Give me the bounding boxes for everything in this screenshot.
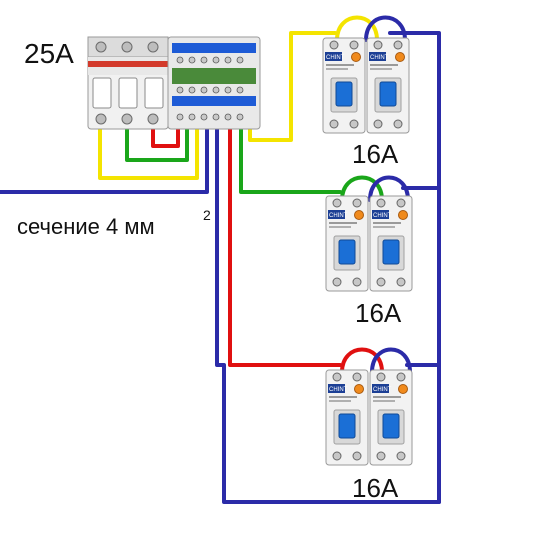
rcbo-3-rating: 16A [352, 473, 399, 503]
terminal-block [167, 36, 261, 130]
rcbo-unit-1: CHINT CHINT [322, 37, 410, 134]
screw-terminal [352, 451, 362, 461]
rcbo-1-neutral-jumper [364, 15, 407, 42]
toggle-handle [382, 413, 400, 439]
brand-logo [328, 210, 345, 219]
breaker-terminals-bottom [95, 113, 159, 125]
screw-terminal [332, 451, 342, 461]
rcbo-2-rating: 16A [355, 298, 402, 328]
main-breaker-rating: 25A [24, 38, 74, 69]
rcbo-1-phase-jumper [335, 15, 379, 42]
screw-terminal [373, 119, 383, 129]
rcbo-3-neutral-jumper [370, 347, 412, 374]
screw-terminal [393, 40, 403, 50]
screw-terminal [396, 372, 406, 382]
screw-terminal [332, 372, 342, 382]
neutral-return-loop [215, 126, 441, 504]
wire-cross-section-superscript: 2 [203, 207, 211, 223]
brand-text: CHINT [373, 213, 392, 219]
toggle-handle [335, 81, 353, 107]
test-button-icon [354, 210, 364, 220]
test-button-icon [351, 52, 361, 62]
brand-logo [328, 384, 345, 393]
rcbo-module: CHINT [325, 195, 369, 292]
screw-terminal [373, 40, 383, 50]
screw-terminal [376, 198, 386, 208]
brand-text: CHINT [326, 55, 345, 61]
brand-logo [372, 384, 389, 393]
neutral-wire-main [0, 126, 209, 194]
brand-text: CHINT [370, 55, 389, 61]
screw-terminal [349, 40, 359, 50]
brand-text: CHINT [329, 213, 348, 219]
rcbo-1-rating: 16A [352, 139, 399, 169]
neutral-wire-to-rcbo-1 [388, 31, 441, 504]
toggle-handle [382, 239, 400, 265]
rcbo-2-phase-jumper [340, 175, 384, 202]
rcbo-module: CHINT [366, 37, 410, 134]
rcbo-module: CHINT [322, 37, 366, 134]
toggle-handle [338, 239, 356, 265]
neutral-bar-bottom [172, 96, 256, 106]
rcbo-module: CHINT [369, 369, 413, 466]
rcbo-unit-2: CHINT CHINT [325, 195, 413, 292]
brand-logo [369, 52, 386, 61]
rcbo-unit-3: CHINT CHINT [325, 369, 413, 466]
wire-cross-section-label: сечение 4 мм [17, 214, 155, 239]
terminal-screws [176, 56, 244, 121]
screw-terminal [376, 451, 386, 461]
rcbo-3-phase-jumper [340, 347, 384, 374]
toggle-handle [338, 413, 356, 439]
test-button-icon [395, 52, 405, 62]
breaker-red-band [88, 61, 168, 67]
rcbo-2-neutral-jumper [368, 175, 410, 202]
screw-terminal [376, 277, 386, 287]
brand-text: CHINT [329, 387, 348, 393]
screw-terminal [332, 198, 342, 208]
screw-terminal [376, 372, 386, 382]
rcbo-module: CHINT [325, 369, 369, 466]
test-button-icon [398, 210, 408, 220]
test-button-icon [398, 384, 408, 394]
screw-terminal [352, 198, 362, 208]
green-wire-rcbo-2 [239, 126, 342, 194]
brand-text: CHINT [373, 387, 392, 393]
screw-terminal [352, 372, 362, 382]
breaker-terminals-top [95, 41, 159, 53]
main-breaker [87, 36, 169, 130]
screw-terminal [349, 119, 359, 129]
yellow-wire-rcbo-1 [248, 31, 337, 142]
screw-terminal [396, 198, 406, 208]
toggle-handle [379, 81, 397, 107]
breaker-handles [92, 77, 164, 109]
phase-bar-middle [172, 68, 256, 84]
screw-terminal [329, 40, 339, 50]
brand-logo [325, 52, 342, 61]
screw-terminal [396, 277, 406, 287]
screw-terminal [332, 277, 342, 287]
brand-logo [372, 210, 389, 219]
wires [0, 15, 441, 504]
red-wire-rcbo-3 [228, 126, 342, 367]
test-button-icon [354, 384, 364, 394]
screw-terminal [352, 277, 362, 287]
rcbo-module: CHINT [369, 195, 413, 292]
screw-terminal [329, 119, 339, 129]
neutral-bar-top [172, 43, 256, 53]
screw-terminal [393, 119, 403, 129]
screw-terminal [396, 451, 406, 461]
